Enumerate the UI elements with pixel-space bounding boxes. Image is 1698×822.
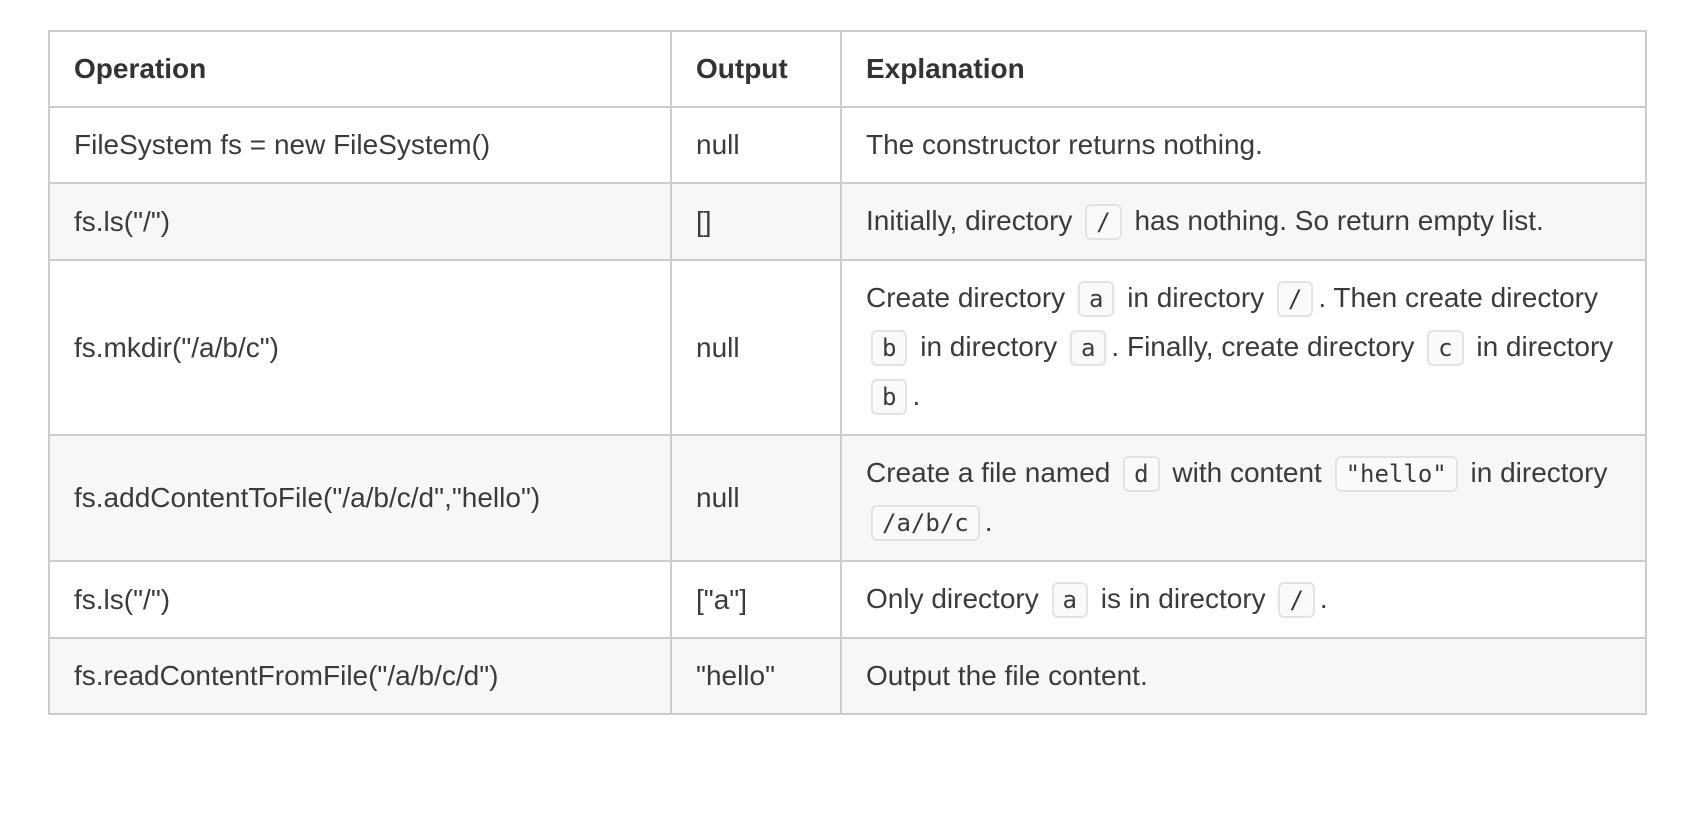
explanation-cell: The constructor returns nothing. <box>840 106 1647 184</box>
inline-code: a <box>1051 582 1088 618</box>
operation-cell: fs.ls("/") <box>48 560 672 639</box>
explanation-cell: Create a file named d with content "hell… <box>840 434 1647 562</box>
operation-cell: FileSystem fs = new FileSystem() <box>48 106 672 184</box>
explanation-cell: Initially, directory / has nothing. So r… <box>840 182 1647 261</box>
inline-code: c <box>1427 330 1464 366</box>
inline-code: / <box>1278 582 1315 618</box>
explanation-cell: Output the file content. <box>840 637 1647 715</box>
table-row: fs.ls("/")["a"]Only directory a is in di… <box>48 560 1647 639</box>
column-header-output: Output <box>670 30 842 108</box>
output-cell: null <box>670 106 842 184</box>
inline-code: "hello" <box>1334 456 1458 492</box>
table-row: fs.ls("/")[]Initially, directory / has n… <box>48 182 1647 261</box>
table-row: fs.addContentToFile("/a/b/c/d","hello")n… <box>48 434 1647 562</box>
inline-code: b <box>871 379 908 415</box>
output-cell: null <box>670 259 842 436</box>
output-cell: ["a"] <box>670 560 842 639</box>
operation-cell: fs.readContentFromFile("/a/b/c/d") <box>48 637 672 715</box>
operation-cell: fs.mkdir("/a/b/c") <box>48 259 672 436</box>
output-cell: null <box>670 434 842 562</box>
inline-code: d <box>1123 456 1160 492</box>
header-row: Operation Output Explanation <box>48 30 1647 108</box>
explanation-cell: Create directory a in directory /. Then … <box>840 259 1647 436</box>
operation-cell: fs.addContentToFile("/a/b/c/d","hello") <box>48 434 672 562</box>
column-header-operation: Operation <box>48 30 672 108</box>
output-cell: "hello" <box>670 637 842 715</box>
table-row: fs.readContentFromFile("/a/b/c/d")"hello… <box>48 637 1647 715</box>
inline-code: / <box>1276 281 1314 317</box>
column-header-explanation: Explanation <box>840 30 1647 108</box>
inline-code: /a/b/c <box>871 505 980 541</box>
inline-code: b <box>871 330 908 366</box>
output-cell: [] <box>670 182 842 261</box>
inline-code: a <box>1069 330 1107 366</box>
explanation-cell: Only directory a is in directory /. <box>840 560 1647 639</box>
inline-code: a <box>1077 281 1115 317</box>
filesystem-example-table: Operation Output Explanation FileSystem … <box>48 30 1647 715</box>
operation-cell: fs.ls("/") <box>48 182 672 261</box>
inline-code: / <box>1085 204 1122 240</box>
table-header: Operation Output Explanation <box>48 30 1647 108</box>
